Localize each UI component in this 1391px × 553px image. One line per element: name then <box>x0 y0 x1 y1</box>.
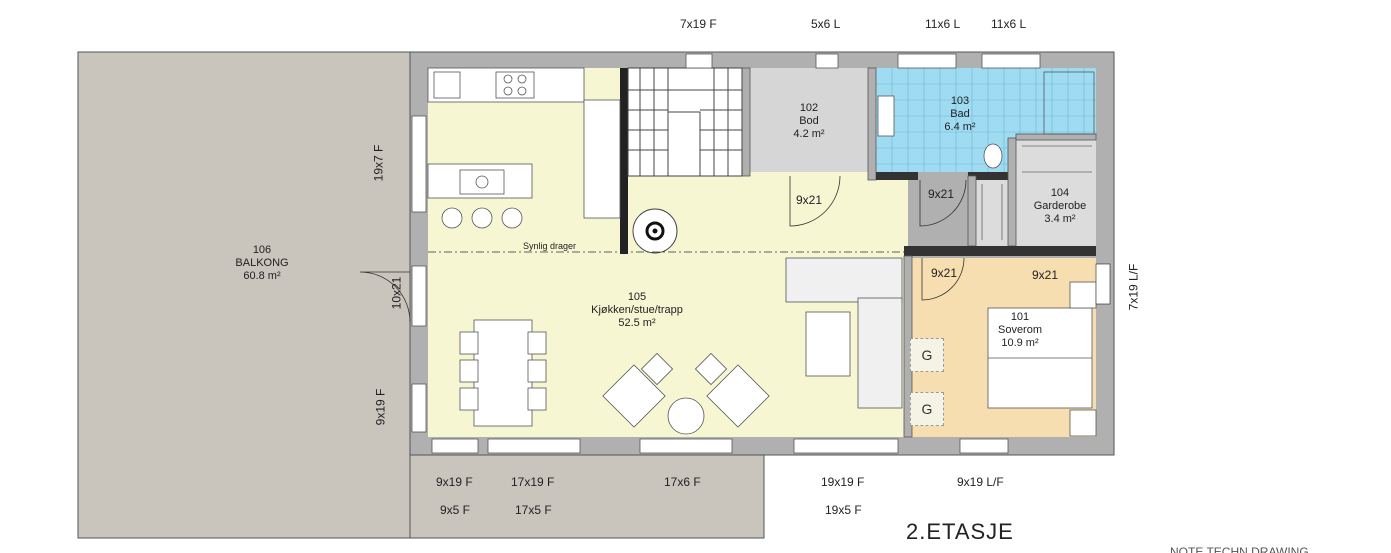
window-label: 19x19 F <box>821 475 865 489</box>
room-number: 105 <box>627 291 647 303</box>
window-label: 9x19 L/F <box>957 475 1004 489</box>
door-label: 9x21 <box>931 266 958 280</box>
armchairs <box>602 352 770 435</box>
room-label-balkong: 106 BALKONG 60.8 m² <box>192 244 332 283</box>
wardrobe-room-floor <box>1016 138 1096 246</box>
dining-table <box>459 319 547 427</box>
kitchen-counters <box>427 67 621 229</box>
room-number: 103 <box>950 95 970 107</box>
room-name: BALKONG <box>235 257 289 269</box>
room-label-garderobe: 104 Garderobe 3.4 m² <box>990 187 1130 226</box>
room-name: Kjøkken/stue/trapp <box>591 304 683 316</box>
room-area: 4.2 m² <box>793 128 825 140</box>
window-label: 17x5 F <box>515 503 552 517</box>
room-name: Bod <box>799 115 819 127</box>
window-label: 17x19 F <box>511 475 555 489</box>
window-label: 9x5 F <box>440 503 471 517</box>
room-number: 101 <box>1010 311 1030 323</box>
wardrobe-mark: G <box>910 338 944 372</box>
wardrobe-mark: G <box>910 392 944 426</box>
balcony-area-lower <box>409 454 765 539</box>
room-area: 60.8 m² <box>243 270 281 282</box>
window-label: 9x19 F <box>436 475 473 489</box>
room-label-bad: 103 Bad 6.4 m² <box>890 95 1030 134</box>
window-label: 17x6 F <box>664 475 701 489</box>
room-label-kjokken: 105 Kjøkken/stue/trapp 52.5 m² <box>567 291 707 330</box>
room-area: 10.9 m² <box>1001 337 1039 349</box>
window-label: 7x19 F <box>680 17 717 31</box>
door-label: 9x21 <box>1032 268 1059 282</box>
window-label: 19x5 F <box>825 503 862 517</box>
beam-label: Synlig drager <box>523 241 577 251</box>
bathroom-fixtures <box>877 71 1095 169</box>
window-label: 7x19 L/F <box>1126 263 1141 311</box>
room-label-bod: 102 Bod 4.2 m² <box>739 102 879 141</box>
room-number: 106 <box>252 244 272 256</box>
window-label: 9x19 F <box>373 388 388 426</box>
storage-room-floor <box>750 68 868 172</box>
wardrobe-rails <box>981 145 1092 240</box>
floor-title: 2.ETASJE <box>906 519 1014 544</box>
window-label: 19x7 F <box>371 144 386 182</box>
room-label-soverom: 101 Soverom 10.9 m² <box>950 311 1090 350</box>
windows <box>411 53 1111 454</box>
window-label: 11x6 L <box>925 17 961 31</box>
room-area: 52.5 m² <box>618 317 656 329</box>
room-number: 102 <box>799 102 819 114</box>
room-name: Soverom <box>997 324 1043 336</box>
room-name: Bad <box>950 108 970 120</box>
room-area: 3.4 m² <box>1044 213 1076 225</box>
room-area: 6.4 m² <box>944 121 976 133</box>
room-number: 104 <box>1050 187 1070 199</box>
window-label: 10x21 <box>389 276 404 310</box>
window-label: 5x6 L <box>811 17 841 31</box>
cutoff-text: NOTE TECHN DRAWING <box>1170 545 1309 553</box>
door-label: 9x21 <box>796 193 823 207</box>
balcony-area <box>77 51 411 539</box>
window-label: 11x6 L <box>991 17 1027 31</box>
sofa <box>785 257 903 409</box>
door-label: 9x21 <box>928 187 955 201</box>
room-name: Garderobe <box>1033 200 1087 212</box>
staircase <box>627 67 743 177</box>
double-bed <box>987 281 1097 437</box>
